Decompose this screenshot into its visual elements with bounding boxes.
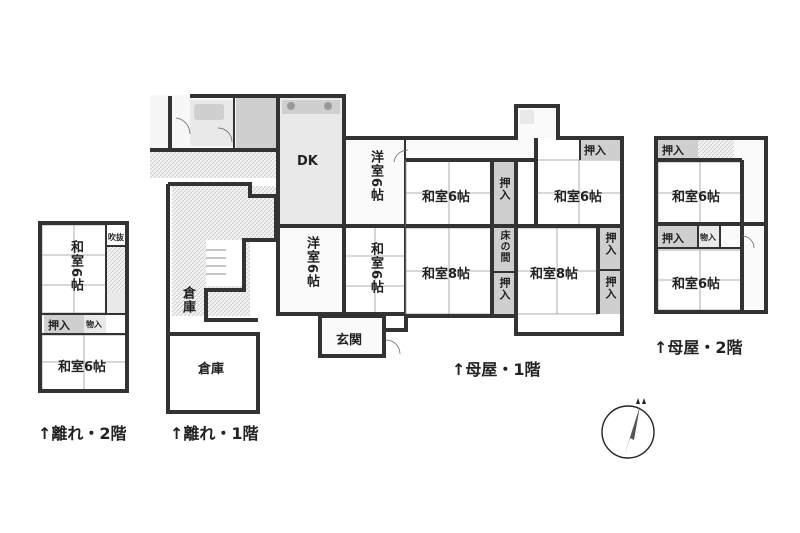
oshiire-label-4: 押入 bbox=[604, 232, 617, 256]
monoire-label-2: 物入 bbox=[700, 233, 716, 242]
hanare-1f-plan bbox=[150, 94, 280, 414]
room-label-washitsu-8a: 和室8帖 bbox=[422, 267, 471, 282]
room-label-moya2-washitsu-b: 和室6帖 bbox=[672, 277, 721, 292]
room-label-washitsu-8b: 和室8帖 bbox=[530, 267, 579, 282]
room-label-yoshitsu-mid: 洋室6帖 bbox=[304, 236, 319, 289]
oshiire-label-6: 押入 bbox=[48, 319, 70, 332]
oshiire-label-5: 押入 bbox=[604, 276, 617, 300]
moya-1f-plan bbox=[276, 94, 624, 358]
caption-hanare-1f: ↑離れ・1階 bbox=[170, 424, 259, 443]
room-label-yoshitsu-top: 洋室6帖 bbox=[368, 150, 383, 203]
north-arrow-icon bbox=[601, 398, 655, 459]
monoire-label-1: 物入 bbox=[86, 320, 102, 329]
oshiire-label-3: 押入 bbox=[584, 144, 606, 157]
room-label-genkan: 玄関 bbox=[336, 333, 363, 348]
moya-2f-plan bbox=[654, 136, 768, 314]
caption-moya-1f: ↑母屋・1階 bbox=[452, 360, 541, 379]
oshiire-label-2: 押入 bbox=[498, 277, 511, 301]
caption-hanare-2f: ↑離れ・2階 bbox=[38, 424, 127, 443]
room-label-moya2-washitsu-a: 和室6帖 bbox=[672, 190, 721, 205]
caption-moya-2f: ↑母屋・2階 bbox=[654, 338, 743, 357]
room-label-tokonoma: 床の間 bbox=[498, 230, 509, 263]
oshiire-label-8: 押入 bbox=[662, 232, 684, 245]
room-label-hanare2-washitsu-vertical: 和室6帖 bbox=[68, 240, 83, 293]
room-label-washitsu-vertical: 和室6帖 bbox=[368, 242, 383, 295]
oshiire-label-1: 押入 bbox=[498, 177, 511, 201]
room-label-washitsu-6a: 和室6帖 bbox=[422, 190, 471, 205]
oshiire-label-7: 押入 bbox=[662, 144, 684, 157]
room-label-hanare2-washitsu: 和室6帖 bbox=[58, 360, 107, 375]
room-label-dk: DK bbox=[297, 154, 318, 169]
room-label-fukinuke: 吹抜 bbox=[108, 233, 124, 242]
room-label-souko: 倉庫 bbox=[198, 362, 225, 377]
hanare-2f-plan bbox=[38, 221, 129, 393]
room-label-souko-vertical: 倉庫 bbox=[180, 286, 195, 314]
room-label-washitsu-6b: 和室6帖 bbox=[554, 190, 603, 205]
